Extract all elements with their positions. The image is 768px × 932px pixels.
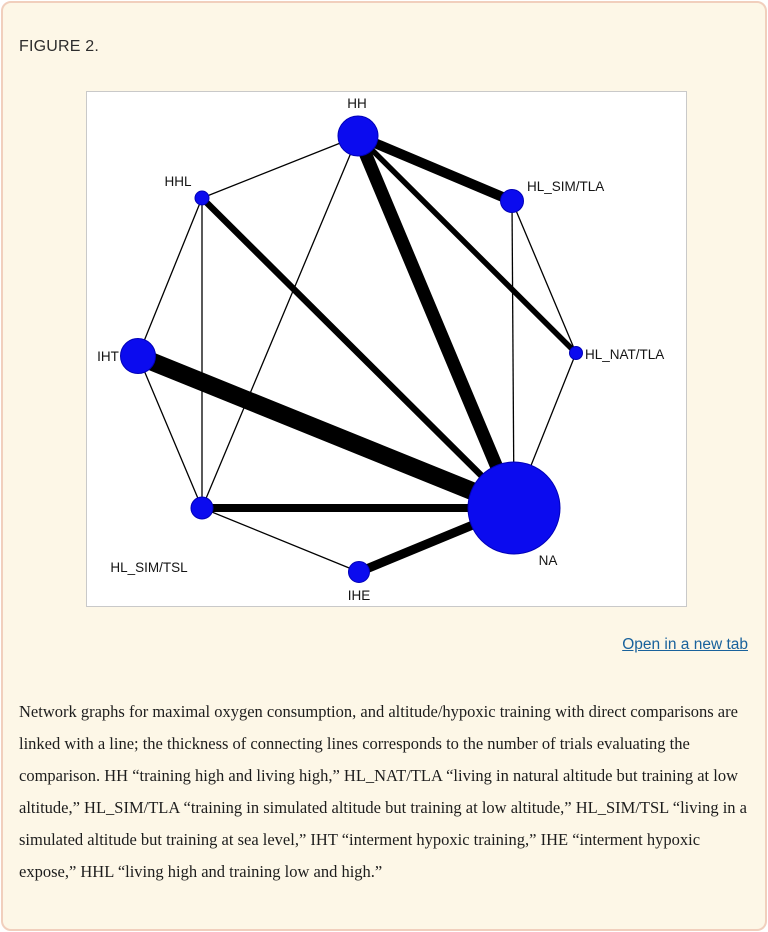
edge-hh-hl-nat-tla (356, 134, 578, 355)
node-hl-sim-tla (500, 189, 524, 213)
figure-title: FIGURE 2. (19, 38, 100, 55)
edge-hhl-na (199, 195, 517, 511)
node-label-hl-sim-tla: HL_SIM/TLA (527, 179, 604, 194)
edge-hh-hl-sim-tla (356, 131, 514, 206)
node-hl-sim-tsl (190, 496, 214, 520)
node-label-ihe: IHE (348, 588, 371, 603)
node-label-iht: IHT (97, 349, 119, 364)
node-ihe (348, 561, 370, 583)
edge-hl-sim-tla-hl-nat-tla (511, 200, 577, 354)
node-label-hh: HH (347, 96, 367, 111)
node-iht (120, 338, 156, 374)
node-label-hl-nat-tla: HL_NAT/TLA (585, 347, 664, 362)
link-row: Open in a new tab (622, 636, 748, 654)
edge-iht-na (134, 347, 518, 517)
node-hh (337, 115, 379, 157)
edge-hl-sim-tla-na (511, 200, 515, 509)
node-label-na: NA (539, 553, 558, 568)
edge-hh-na (352, 133, 520, 511)
node-hhl (194, 190, 210, 206)
network-graph: HH HHL HL_SIM/TLA HL_NAT/TLA NA IHE HL_SIM/TSL… (97, 96, 664, 603)
edge-hh-hl-sim-tsl (201, 135, 359, 509)
figure-caption: Network graphs for maximal oxygen consum… (19, 702, 748, 881)
node-na (467, 461, 561, 555)
edge-hh-hhl (201, 135, 359, 199)
edge-iht-hl-sim-tsl (137, 355, 203, 509)
node-label-hhl: HHL (164, 174, 191, 189)
edge-hhl-iht (137, 197, 203, 357)
edge-hl-sim-tsl-ihe (201, 507, 360, 573)
node-label-hl-sim-tsl: HL_SIM/TSL (110, 560, 188, 575)
figure-panel: HH HHL HL_SIM/TLA HL_NAT/TLA NA IHE HL_SIM/TSL… (86, 91, 687, 607)
node-hl-nat-tla (569, 346, 583, 360)
open-new-tab-link[interactable]: Open in a new tab (622, 636, 748, 653)
